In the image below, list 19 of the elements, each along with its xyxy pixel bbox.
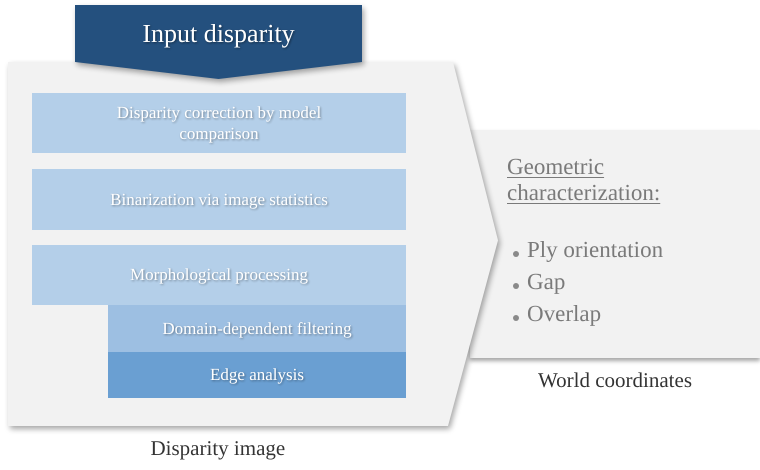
step-box [32,169,406,230]
step-label: Disparity correction by model comparison [116,102,322,144]
step-label: Domain-dependent filtering [162,318,352,340]
bullet-item: Gap [527,269,566,295]
title-label: Input disparity [142,19,295,48]
result-panel [470,130,760,358]
panel-heading: Geometric characterization: [507,154,662,207]
step-box [32,245,406,305]
step-box [108,305,406,352]
node-label: Disparity image [150,436,286,461]
bullet-item: Ply orientation [527,237,664,263]
pentagon-arrow [75,5,362,79]
step-box [32,93,406,153]
node-label: World coordinates [538,368,692,393]
step-box [108,352,406,398]
step-label: Edge analysis [210,364,304,386]
bullet-item: Overlap [527,301,602,327]
step-label: Binarization via image statistics [110,188,328,210]
step-label: Morphological processing [130,264,308,286]
